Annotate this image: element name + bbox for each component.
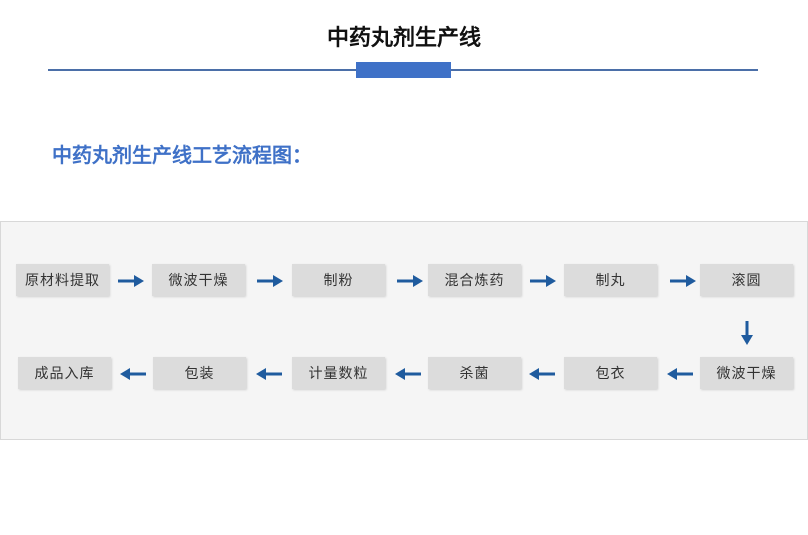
arrow-right-icon	[257, 275, 283, 287]
step-raw-material-extraction: 原材料提取	[16, 264, 109, 296]
step-powdering: 制粉	[292, 264, 385, 296]
page-title: 中药丸剂生产线	[326, 26, 481, 51]
arrow-right-icon	[118, 275, 144, 287]
arrow-right-icon	[397, 275, 423, 287]
flowchart-panel: 原材料提取 微波干燥 制粉 混合炼药 制丸 滚圆 成品入库 包装 计量数粒 杀菌…	[0, 221, 808, 440]
title-accent-bar	[356, 62, 451, 78]
arrow-left-icon	[529, 368, 555, 380]
step-counting: 计量数粒	[292, 357, 385, 389]
arrow-left-icon	[120, 368, 146, 380]
arrow-left-icon	[667, 368, 693, 380]
arrow-right-icon	[530, 275, 556, 287]
arrow-down-icon	[741, 321, 753, 345]
step-pill-making: 制丸	[564, 264, 657, 296]
step-packaging: 包装	[153, 357, 246, 389]
step-rounding: 滚圆	[700, 264, 793, 296]
step-microwave-drying-2: 微波干燥	[700, 357, 793, 389]
arrow-left-icon	[395, 368, 421, 380]
step-mixing: 混合炼药	[428, 264, 521, 296]
section-heading: 中药丸剂生产线工艺流程图：	[52, 143, 312, 167]
step-microwave-drying: 微波干燥	[152, 264, 245, 296]
step-coating: 包衣	[564, 357, 657, 389]
arrow-right-icon	[670, 275, 696, 287]
arrow-left-icon	[256, 368, 282, 380]
step-sterilization: 杀菌	[428, 357, 521, 389]
step-warehousing: 成品入库	[18, 357, 111, 389]
